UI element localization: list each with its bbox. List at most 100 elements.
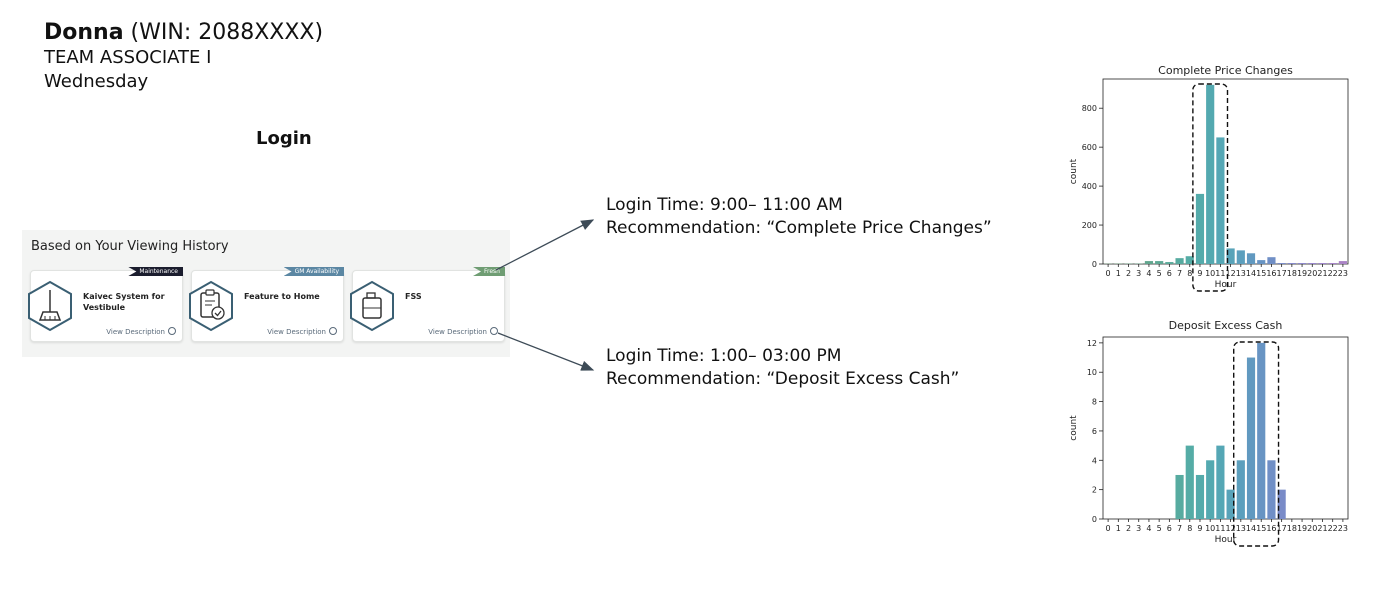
- bar-hour-9: [1195, 193, 1205, 264]
- x-tick-label: 18: [1287, 524, 1297, 533]
- chart-title: Deposit Excess Cash: [1169, 319, 1283, 332]
- x-tick-label: 4: [1146, 524, 1151, 533]
- x-tick-label: 23: [1338, 269, 1348, 278]
- bar-hour-12: [1226, 489, 1235, 519]
- bar-hour-19: [1297, 263, 1307, 264]
- bar-hour-12: [1226, 248, 1235, 264]
- x-tick-label: 11: [1215, 524, 1225, 533]
- bar-hour-13: [1236, 460, 1245, 519]
- x-tick-label: 23: [1338, 524, 1348, 533]
- x-tick-label: 22: [1328, 524, 1338, 533]
- plot-frame: [1102, 336, 1349, 520]
- x-tick-label: 8: [1187, 524, 1192, 533]
- recommendation-text: Recommendation: “Complete Price Changes”: [606, 218, 992, 238]
- x-tick-label: 6: [1167, 269, 1172, 278]
- x-tick-label: 10: [1205, 269, 1215, 278]
- x-tick-label: 15: [1256, 524, 1266, 533]
- view-description-link[interactable]: View Description: [267, 327, 337, 336]
- bar-hour-17: [1277, 263, 1286, 264]
- x-tick-label: 1: [1116, 269, 1121, 278]
- login-time-text: Login Time: 1:00– 03:00 PM: [606, 346, 842, 366]
- card-fss[interactable]: Fresh FSS View Description: [350, 267, 505, 342]
- y-tick-label: 0: [1092, 260, 1097, 269]
- x-tick-label: 0: [1106, 269, 1111, 278]
- x-tick-label: 3: [1136, 524, 1141, 533]
- bar-hour-18: [1287, 263, 1296, 264]
- x-tick-label: 4: [1146, 269, 1151, 278]
- y-tick-label: 10: [1087, 368, 1097, 377]
- view-description-label: View Description: [267, 328, 326, 336]
- card-title: Kaivec System for Vestibule: [83, 292, 165, 312]
- x-tick-label: 15: [1256, 269, 1266, 278]
- view-description-link[interactable]: View Description: [106, 327, 176, 336]
- x-tick-label: 11: [1215, 269, 1225, 278]
- bar-hour-14: [1246, 253, 1256, 264]
- card-feature-to-home[interactable]: GM Availability Feature to Home View Des…: [189, 267, 344, 342]
- x-tick-label: 6: [1167, 524, 1172, 533]
- panel-title: Based on Your Viewing History: [31, 239, 229, 254]
- x-tick-label: 21: [1317, 524, 1327, 533]
- x-axis-label: Hour: [1215, 280, 1237, 290]
- card-title: FSS: [405, 292, 422, 301]
- bar-hour-8: [1185, 445, 1194, 519]
- bar-hour-6: [1165, 262, 1174, 264]
- bar-hour-16: [1267, 460, 1276, 519]
- info-icon: [168, 327, 176, 335]
- bar-hour-14: [1246, 357, 1256, 519]
- x-tick-label: 20: [1307, 524, 1317, 533]
- user-name-line: Donna (WIN: 2088XXXX): [44, 20, 323, 46]
- x-tick-label: 0: [1106, 524, 1111, 533]
- bar-hour-5: [1155, 261, 1164, 264]
- bar-hour-11: [1216, 445, 1225, 519]
- x-tick-label: 12: [1226, 524, 1236, 533]
- chart-title: Complete Price Changes: [1158, 64, 1293, 77]
- y-tick-label: 800: [1082, 104, 1097, 113]
- highlight-box: [1192, 83, 1229, 292]
- view-description-label: View Description: [106, 328, 165, 336]
- arrow-to-deposit-cash: [497, 332, 595, 371]
- x-tick-label: 5: [1157, 269, 1162, 278]
- x-tick-label: 9: [1197, 269, 1202, 278]
- bar-hour-17: [1277, 489, 1286, 519]
- bar-hour-10: [1206, 460, 1215, 519]
- viewing-history-panel: Based on Your Viewing History Maintenanc…: [22, 230, 510, 357]
- x-tick-label: 8: [1187, 269, 1192, 278]
- bar-hour-8: [1185, 256, 1194, 264]
- jug-icon: [350, 280, 394, 332]
- x-tick-label: 19: [1297, 269, 1307, 278]
- y-tick-label: 8: [1092, 398, 1097, 407]
- x-tick-label: 13: [1236, 524, 1246, 533]
- card-kaivec-system[interactable]: Maintenance Kaivec System for Vestibule …: [28, 267, 183, 342]
- info-icon: [329, 327, 337, 335]
- card-tag-fresh: Fresh: [473, 267, 505, 276]
- view-description-label: View Description: [428, 328, 487, 336]
- view-description-link[interactable]: View Description: [428, 327, 498, 336]
- y-tick-label: 6: [1092, 427, 1097, 436]
- y-tick-label: 200: [1082, 221, 1097, 230]
- x-tick-label: 17: [1277, 524, 1287, 533]
- x-tick-label: 2: [1126, 269, 1131, 278]
- bar-hour-13: [1236, 250, 1245, 264]
- x-tick-label: 1: [1116, 524, 1121, 533]
- bar-hour-22: [1328, 263, 1337, 264]
- user-day: Wednesday: [44, 71, 149, 92]
- user-role: TEAM ASSOCIATE I: [44, 47, 212, 68]
- x-tick-label: 19: [1297, 524, 1307, 533]
- x-tick-label: 10: [1205, 524, 1215, 533]
- x-axis-label: Hour: [1215, 535, 1237, 545]
- bar-hour-15: [1257, 260, 1266, 264]
- x-tick-label: 22: [1328, 269, 1338, 278]
- x-tick-label: 7: [1177, 524, 1182, 533]
- user-name: Donna: [44, 20, 124, 45]
- recommendation-text: Recommendation: “Deposit Excess Cash”: [606, 369, 960, 389]
- x-tick-label: 3: [1136, 269, 1141, 278]
- x-tick-label: 7: [1177, 269, 1182, 278]
- recommendation-afternoon: Login Time: 1:00– 03:00 PM Recommendatio…: [606, 345, 959, 391]
- bar-hour-20: [1308, 263, 1317, 264]
- plot-frame: [1102, 78, 1349, 265]
- bar-hour-21: [1318, 263, 1327, 264]
- login-time-text: Login Time: 9:00– 11:00 AM: [606, 195, 843, 215]
